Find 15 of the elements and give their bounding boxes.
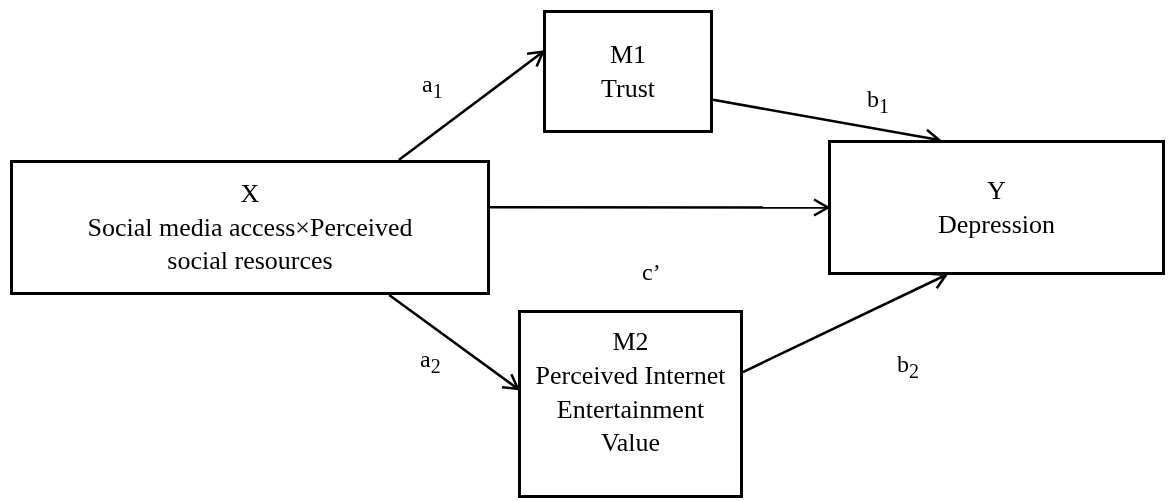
variable-symbol: M2	[612, 326, 649, 358]
variable-name: Perceived Internet Entertainment Value	[534, 359, 727, 460]
variable-box	[10, 160, 490, 295]
variable-symbol: X	[240, 177, 260, 210]
arrow	[388, 294, 520, 391]
variable-name: Trust	[601, 72, 655, 105]
variable-box	[828, 140, 1165, 275]
variable-name: Social media access×Perceived social resources	[86, 211, 414, 278]
variable-box	[518, 310, 743, 498]
arrow	[490, 198, 830, 217]
arrow	[398, 50, 545, 161]
variable-symbol: M1	[609, 38, 647, 71]
variable-symbol: Y	[987, 174, 1006, 207]
variable-box	[543, 10, 713, 133]
variable-name: Depression	[938, 208, 1055, 241]
